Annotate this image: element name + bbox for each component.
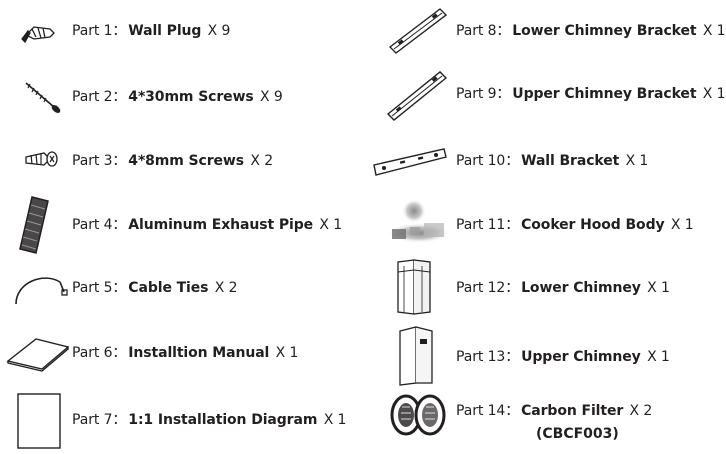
part-label: Part 6：Installtion Manual X 1 [72, 344, 298, 362]
part-number: Part 9： [456, 86, 511, 102]
part-name: 4*8mm Screws [128, 153, 244, 169]
part-number: Part 12： [456, 280, 520, 296]
part-label: Part 1：Wall Plug X 9 [72, 22, 230, 40]
part-row-10: Part 10：Wall Bracket X 1 [372, 141, 706, 181]
part-label: Part 10：Wall Bracket X 1 [456, 152, 648, 170]
part-quantity: X 1 [647, 280, 670, 296]
upper-chimney-icon [384, 325, 444, 387]
part-number: Part 10： [456, 153, 520, 169]
carbon-filter-icon [384, 391, 452, 439]
part-label: Part 9：Upper Chimney Bracket X 1 [456, 85, 726, 103]
short-screw-icon [10, 141, 70, 181]
part-row-6: Part 6：Installtion Manual X 1 [6, 333, 340, 373]
part-quantity: X 2 [629, 403, 653, 419]
part-number: Part 11： [456, 217, 520, 233]
part-row-2: Part 2：4*30mm Screws X 9 [10, 77, 340, 117]
part-quantity: X 1 [670, 217, 694, 233]
part-name: 4*30mm Screws [128, 89, 254, 105]
exhaust-pipe-icon [10, 193, 70, 257]
part-label: Part 8：Lower Chimney Bracket X 1 [456, 22, 726, 40]
part-name: Upper Chimney Bracket [512, 86, 697, 102]
part-quantity: X 2 [214, 280, 238, 296]
cable-tie-icon [10, 268, 70, 308]
part-quantity: X 1 [275, 345, 299, 361]
upper-bracket-icon [384, 68, 448, 124]
part-quantity: X 1 [625, 153, 649, 169]
part-name: Installtion Manual [128, 345, 270, 361]
part-row-12: Part 12：Lower Chimney X 1 [384, 259, 706, 315]
part-label: Part 5：Cable Ties X 2 [72, 279, 238, 297]
part-name: Lower Chimney Bracket [512, 23, 697, 39]
part-quantity: X 9 [207, 23, 231, 39]
part-name: Wall Bracket [521, 153, 620, 169]
part-label: Part 14：Carbon Filter X 2 [456, 402, 652, 420]
part-quantity: X 1 [702, 23, 726, 39]
part-label: Part 12：Lower Chimney X 1 [456, 279, 670, 297]
part-number: Part 1： [72, 23, 127, 39]
part-row-1: Part 1：Wall Plug X 9 [10, 11, 340, 51]
part-label: Part 2：4*30mm Screws X 9 [72, 88, 283, 106]
part-row-5: Part 5：Cable Ties X 2 [10, 268, 340, 308]
part-name: Cable Ties [128, 280, 209, 296]
part-name: Cooker Hood Body [521, 217, 665, 233]
part-name: 1:1 Installation Diagram [128, 412, 318, 428]
lower-chimney-icon [384, 258, 444, 318]
part-label: Part 3：4*8mm Screws X 2 [72, 152, 273, 170]
part-number: Part 7： [72, 412, 127, 428]
part-label: Part 7：1:1 Installation Diagram X 1 [72, 411, 346, 429]
part-quantity: X 2 [250, 153, 274, 169]
part-quantity: X 1 [647, 349, 670, 365]
part-quantity: X 1 [319, 217, 343, 233]
part-row-9: Part 9：Upper Chimney Bracket X 1 [384, 71, 726, 121]
manual-icon [6, 333, 70, 373]
part-name: Wall Plug [128, 23, 202, 39]
part-quantity: X 1 [702, 86, 726, 102]
diagram-sheet-icon [10, 392, 70, 450]
part-number: Part 3： [72, 153, 127, 169]
part-row-7: Part 7：1:1 Installation Diagram X 1 [10, 393, 346, 449]
part-row-8: Part 8：Lower Chimney Bracket X 1 [384, 8, 726, 54]
part-number: Part 4： [72, 217, 127, 233]
part-row-4: Part 4：Aluminum Exhaust Pipe X 1 [10, 196, 342, 254]
part-number: Part 2： [72, 89, 127, 105]
part-label: Part 13：Upper Chimney X 1 [456, 348, 670, 366]
wall-plug-icon [10, 11, 70, 51]
lower-bracket-icon [384, 5, 448, 57]
part-name: Lower Chimney [521, 280, 641, 296]
part-number: Part 8： [456, 23, 511, 39]
part-number: Part 14： [456, 403, 520, 419]
part-quantity: X 9 [260, 89, 283, 105]
hood-body-icon [384, 193, 452, 249]
part-model-note: (CBCF003) [536, 426, 619, 442]
part-quantity: X 1 [323, 412, 347, 428]
part-row-14: Part 14：Carbon Filter X 2 (CBCF003) [384, 391, 706, 451]
long-screw-icon [10, 77, 70, 117]
part-row-13: Part 13：Upper Chimney X 1 [384, 326, 706, 386]
part-number: Part 13： [456, 349, 520, 365]
part-number: Part 6： [72, 345, 127, 361]
parts-list: Part 1：Wall Plug X 9 Part 2：4*30mm Screw… [6, 8, 726, 451]
part-row-3: Part 3：4*8mm Screws X 2 [10, 141, 340, 181]
part-number: Part 5： [72, 280, 127, 296]
part-row-11: Part 11：Cooker Hood Body X 1 [384, 199, 706, 245]
wall-bracket-icon [372, 141, 448, 181]
part-name: Upper Chimney [521, 349, 641, 365]
part-name: Aluminum Exhaust Pipe [128, 217, 314, 233]
part-name: Carbon Filter [521, 403, 624, 419]
part-label: Part 11：Cooker Hood Body X 1 [456, 216, 694, 234]
part-label: Part 4：Aluminum Exhaust Pipe X 1 [72, 216, 342, 234]
